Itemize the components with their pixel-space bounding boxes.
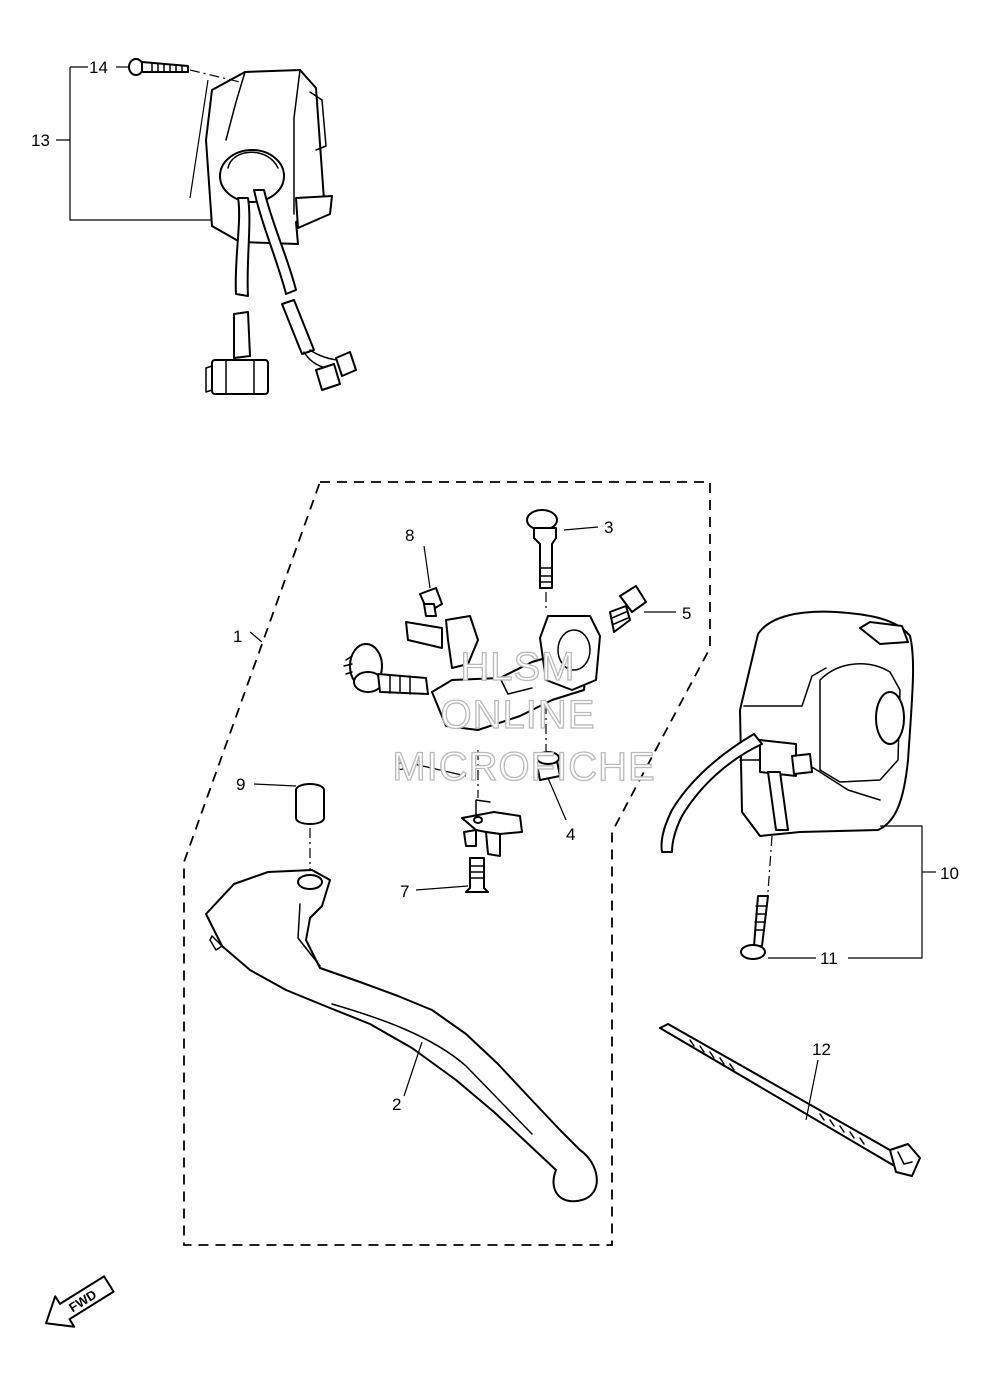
callout-1: 1 [233,627,242,646]
callout-9: 9 [236,775,245,794]
lever-collar[interactable] [295,783,325,872]
clutch-switch[interactable] [461,750,523,857]
watermark-line-1: HLSM [460,645,575,689]
watermark-line-2: ONLINE [441,693,596,737]
lever-holder[interactable] [343,509,647,781]
cable-tie[interactable] [659,1023,921,1177]
forward-arrow-icon: FWD [45,1275,115,1328]
callout-13: 13 [31,131,50,150]
watermark: HLSM ONLINE MICROFICHE [392,644,656,789]
handlebar-switch-right[interactable] [660,610,915,960]
callout-11: 11 [820,949,838,968]
callout-7: 7 [400,882,409,901]
callout-6: 6 [396,755,405,774]
callout-3: 3 [604,518,613,537]
callout-2: 2 [392,1095,401,1114]
callout-5: 5 [682,604,691,623]
assembly-boundary [183,481,711,1246]
switch-screw[interactable] [465,857,489,893]
clutch-lever[interactable] [205,869,598,1203]
callout-4: 4 [566,825,575,844]
callout-12: 12 [812,1040,831,1059]
callout-8: 8 [405,526,414,545]
callout-10: 10 [940,864,959,883]
handlebar-switch-left[interactable] [128,58,357,395]
watermark-line-3: MICROFICHE [392,745,655,789]
callout-14: 14 [89,58,108,77]
